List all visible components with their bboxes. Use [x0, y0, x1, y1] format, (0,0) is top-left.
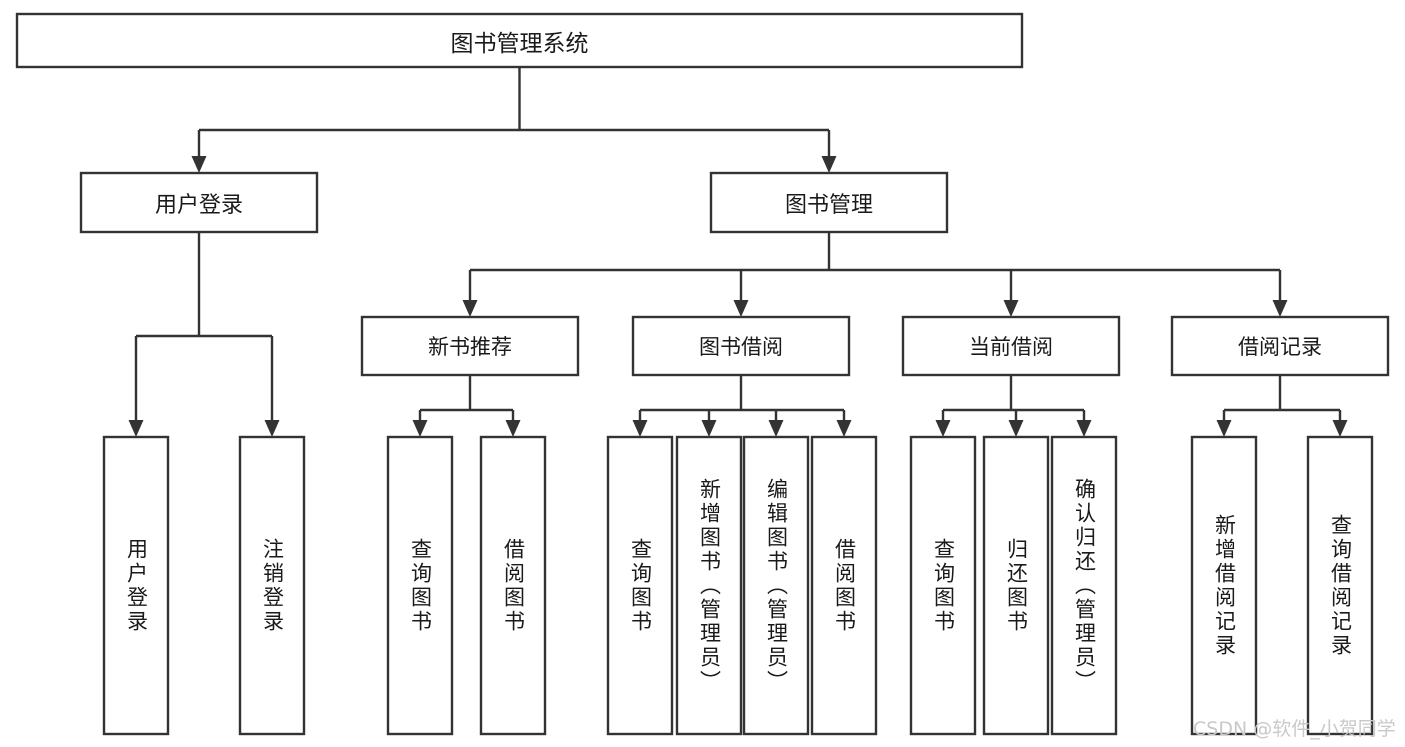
box-layer	[15, 12, 1390, 736]
current-borrow-box	[901, 315, 1121, 377]
connector-layer	[128, 67, 1348, 437]
arrow-l3-3-head	[1272, 300, 1288, 317]
leaf-query-borrow-record-box	[1306, 435, 1374, 736]
leaf-borrow-book-1-box	[479, 435, 547, 736]
leaf-user-login-box	[102, 435, 170, 736]
arrow-leaf-edit-book-admin-head	[768, 420, 784, 437]
arrow-l3-1-head	[733, 300, 749, 317]
arrow-leaf-borrow-book-2-head	[836, 420, 852, 437]
arrow-leaf-add-borrow-record-head	[1216, 420, 1232, 437]
leaf-add-borrow-record-box	[1190, 435, 1258, 736]
leaf-add-book-admin-box	[675, 435, 743, 736]
root-node-box	[15, 12, 1024, 69]
leaf-edit-book-admin-box	[742, 435, 810, 736]
leaf-return-book-box	[982, 435, 1050, 736]
arrow-l3-0-head	[462, 300, 478, 317]
arrow-leaf-query-book-2-head	[632, 420, 648, 437]
new-book-recommend-box	[360, 315, 580, 377]
arrow-leaf-query-borrow-record-head	[1332, 420, 1348, 437]
arrow-leaf-query-book-3-head	[935, 420, 951, 437]
leaf-logout-login-box	[238, 435, 306, 736]
arrow-leaf-query-book-1-head	[412, 420, 428, 437]
csdn-watermark: CSDN @软件_小贺同学	[1193, 718, 1396, 740]
arrow-l3-2-head	[1003, 300, 1019, 317]
arrow-l2-1-head	[821, 156, 837, 173]
leaf-query-book-2-box	[606, 435, 674, 736]
leaf-confirm-return-admin-box	[1050, 435, 1118, 736]
arrow-leaf-confirm-return-admin-head	[1076, 420, 1092, 437]
leaf-query-book-3-box	[909, 435, 977, 736]
leaf-borrow-book-2-box	[810, 435, 878, 736]
arrow-leaf-logout-login-head	[264, 420, 280, 437]
borrow-record-box	[1170, 315, 1390, 377]
arrow-l2-0-head	[191, 156, 207, 173]
book-borrow-box	[631, 315, 851, 377]
arrow-leaf-add-book-admin-head	[701, 420, 717, 437]
book-management-box	[709, 171, 949, 234]
user-login-box	[79, 171, 319, 234]
arrow-leaf-user-login-head	[128, 420, 144, 437]
arrow-leaf-return-book-head	[1008, 420, 1024, 437]
leaf-query-book-1-box	[386, 435, 454, 736]
arrow-leaf-borrow-book-1-head	[505, 420, 521, 437]
